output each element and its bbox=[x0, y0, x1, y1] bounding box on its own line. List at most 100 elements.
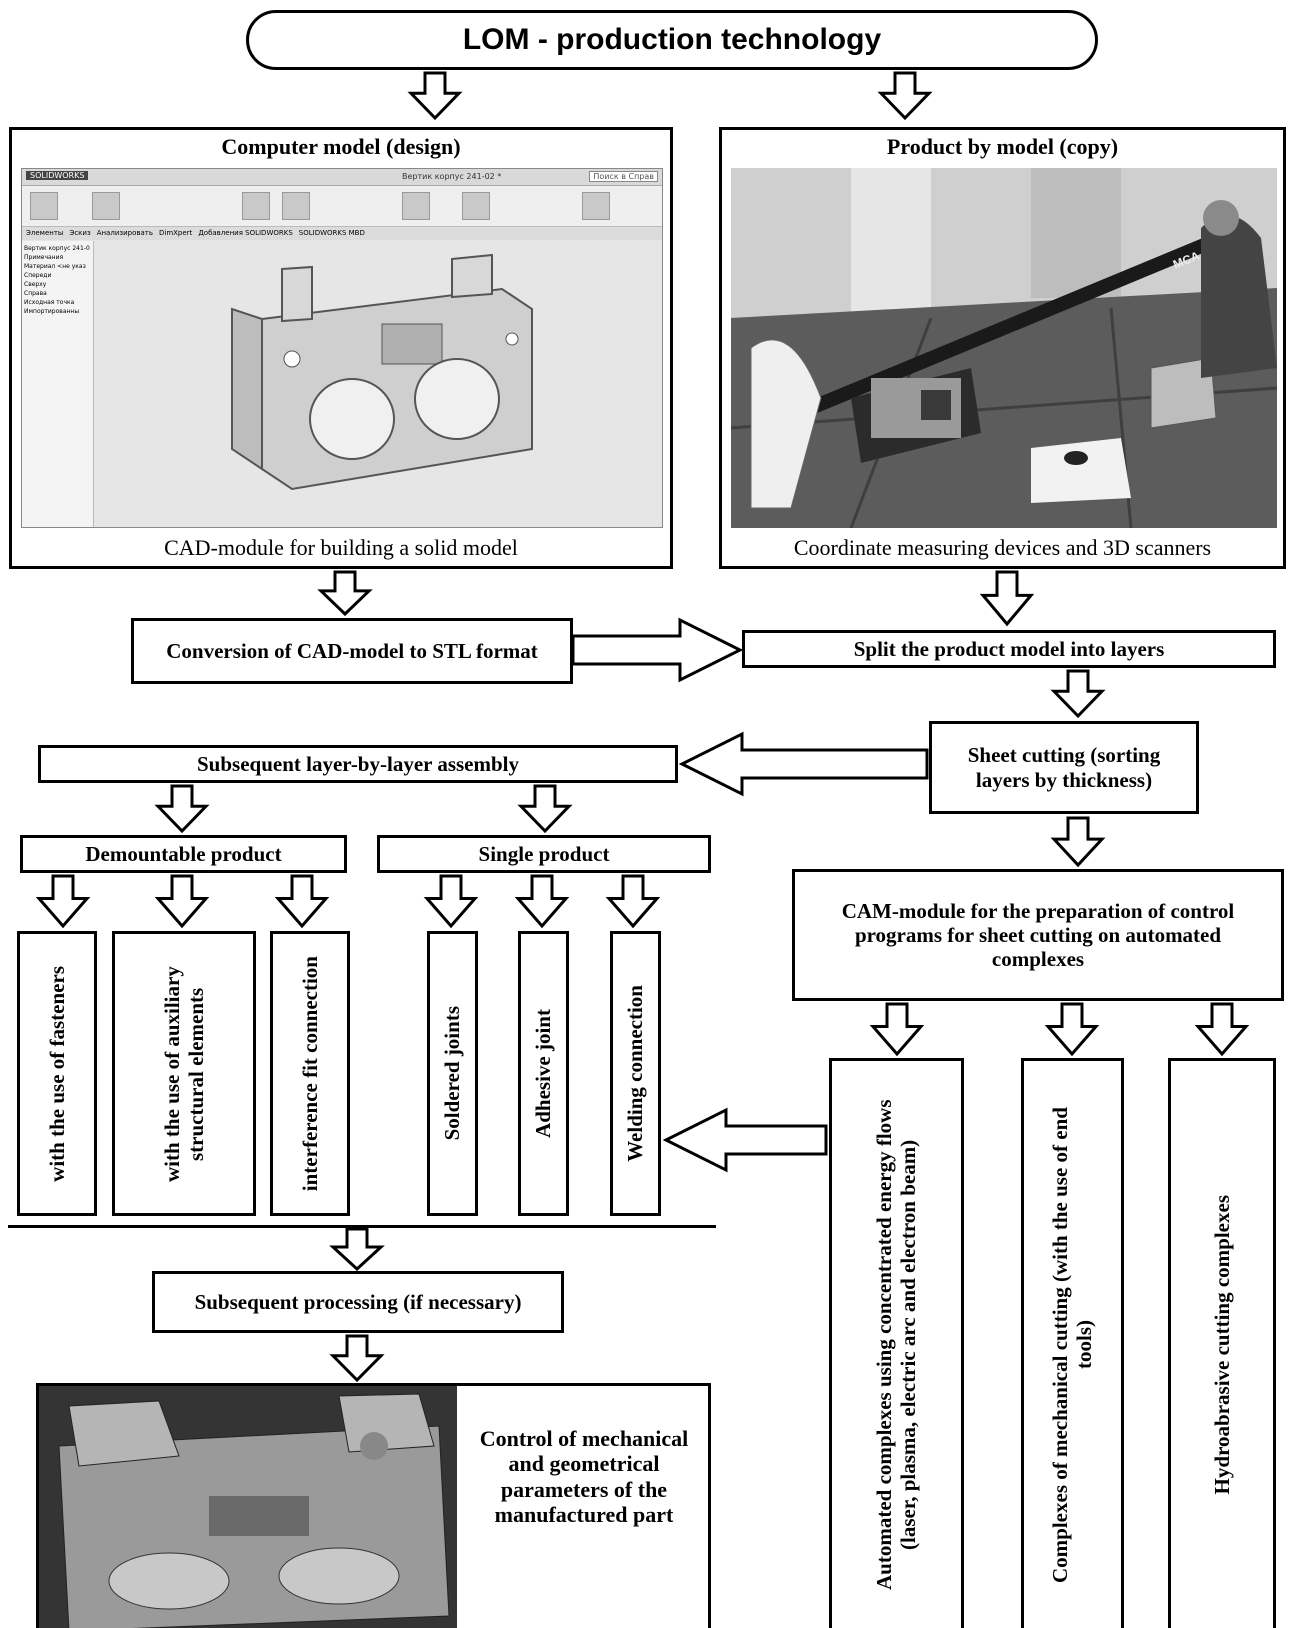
computer-model-box: Computer model (design) SOLIDWORKS Верти… bbox=[9, 127, 673, 569]
cam-module-box: CAM-module for the preparation of contro… bbox=[792, 869, 1284, 1001]
arrow-cam-to-hydroabrasive bbox=[1194, 1002, 1250, 1057]
arrow-product-model-to-split bbox=[979, 570, 1035, 627]
energy-flows-text: Automated complexes using concentrated e… bbox=[872, 1099, 921, 1590]
arrow-assembly-to-demountable bbox=[154, 784, 210, 834]
split-text: Split the product model into layers bbox=[853, 636, 1165, 661]
tree-item[interactable]: Сверху bbox=[24, 281, 47, 288]
arrow-title-to-product-model bbox=[877, 71, 933, 121]
adhesive-joint-text: Adhesive joint bbox=[531, 1009, 556, 1138]
arrow-single-to-adhesive bbox=[514, 874, 570, 929]
cad-part-model bbox=[231, 253, 533, 491]
reference-geometry-icon[interactable] bbox=[582, 192, 610, 220]
welding-connection-box: Welding connection bbox=[610, 931, 661, 1216]
single-box: Single product bbox=[377, 835, 711, 873]
arrow-split-to-sheet-cutting bbox=[1050, 669, 1106, 719]
conversion-text: Conversion of CAD-model to STL format bbox=[166, 638, 538, 663]
cad-screenshot: SOLIDWORKS Вертик корпус 241-02 * Поиск … bbox=[21, 168, 663, 528]
cad-ribbon bbox=[22, 186, 662, 227]
cad-tab-mbd[interactable]: SOLIDWORKS MBD bbox=[298, 229, 365, 238]
arrow-demountable-to-interference bbox=[274, 874, 330, 929]
arrow-single-to-soldered bbox=[423, 874, 479, 929]
processing-box: Subsequent processing (if necessary) bbox=[152, 1271, 564, 1333]
title-box: LOM - production technology bbox=[246, 10, 1098, 70]
control-text: Control of mechanical and geometrical pa… bbox=[479, 1426, 689, 1527]
tree-item[interactable]: Примечания bbox=[24, 254, 64, 261]
arrow-title-to-computer-model bbox=[407, 71, 463, 121]
assembly-box: Subsequent layer-by-layer assembly bbox=[38, 745, 678, 783]
scanner-photo: MCA bbox=[731, 168, 1277, 528]
tree-item[interactable]: Исходная точка bbox=[24, 299, 75, 306]
hole-wizard-icon[interactable] bbox=[282, 192, 310, 220]
interference-fit-text: interference fit connection bbox=[297, 955, 322, 1192]
product-model-caption: Coordinate measuring devices and 3D scan… bbox=[793, 534, 1212, 560]
arrow-conversion-to-split bbox=[571, 617, 744, 683]
arrow-cam-to-mechanical-cutting bbox=[1044, 1002, 1100, 1057]
arrow-cam-to-energy-flows bbox=[869, 1002, 925, 1057]
computer-model-heading: Computer model (design) bbox=[221, 134, 461, 159]
auxiliary-elements-text: with the use of auxiliary structural ele… bbox=[159, 965, 208, 1182]
arrow-sheet-cutting-to-assembly bbox=[678, 731, 929, 797]
cad-titlebar: SOLIDWORKS Вертик корпус 241-02 * Поиск … bbox=[22, 169, 662, 186]
cam-module-text: CAM-module for the preparation of contro… bbox=[841, 898, 1235, 972]
cad-feature-tree: Вертик корпус 241-0 Примечания Материал … bbox=[22, 241, 94, 527]
demountable-text: Demountable product bbox=[85, 841, 282, 866]
separator-line bbox=[8, 1225, 716, 1228]
single-text: Single product bbox=[478, 841, 610, 866]
part-photo bbox=[39, 1386, 457, 1628]
fillet-icon[interactable] bbox=[402, 192, 430, 220]
hydroabrasive-text: Hydroabrasive cutting complexes bbox=[1209, 1194, 1234, 1495]
extrude-cut-icon[interactable] bbox=[242, 192, 270, 220]
tree-item[interactable]: Вертик корпус 241-0 bbox=[24, 245, 90, 252]
soldered-joints-text: Soldered joints bbox=[440, 1006, 465, 1141]
arrow-demountable-to-fasteners bbox=[35, 874, 91, 929]
cad-search[interactable]: Поиск в Справ bbox=[589, 171, 658, 183]
cad-tab-sketch[interactable]: Эскиз bbox=[69, 229, 91, 238]
cad-tab-evaluate[interactable]: Анализировать bbox=[96, 229, 153, 238]
control-box: Control of mechanical and geometrical pa… bbox=[36, 1383, 711, 1628]
cad-tab-dimxpert[interactable]: DimXpert bbox=[158, 229, 193, 238]
arrow-sheet-cutting-to-cam bbox=[1050, 816, 1106, 868]
interference-fit-box: interference fit connection bbox=[270, 931, 350, 1216]
hydroabrasive-box: Hydroabrasive cutting complexes bbox=[1168, 1058, 1276, 1628]
arrow-assembly-to-single bbox=[517, 784, 573, 834]
soldered-joints-box: Soldered joints bbox=[427, 931, 478, 1216]
product-model-box: Product by model (copy) bbox=[719, 127, 1286, 569]
cad-tab-features[interactable]: Элементы bbox=[26, 229, 64, 238]
processing-text: Subsequent processing (if necessary) bbox=[194, 1289, 522, 1314]
scanner-scene bbox=[731, 168, 1277, 528]
arrow-processing-to-control bbox=[329, 1334, 385, 1383]
cad-logo: SOLIDWORKS bbox=[26, 171, 89, 181]
part-photo-scene bbox=[39, 1386, 457, 1628]
cad-tabs: Элементы Эскиз Анализировать DimXpert До… bbox=[22, 227, 662, 240]
arrow-single-to-welding bbox=[605, 874, 661, 929]
split-box: Split the product model into layers bbox=[742, 630, 1276, 668]
arrow-computer-model-to-conversion bbox=[317, 570, 373, 617]
sheet-cutting-box: Sheet cutting (sorting layers by thickne… bbox=[929, 721, 1199, 814]
tree-item[interactable]: Спереди bbox=[24, 272, 52, 279]
arrow-to-processing bbox=[329, 1227, 385, 1272]
cad-doc-title: Вертик корпус 241-02 * bbox=[402, 172, 502, 181]
extrude-boss-icon[interactable] bbox=[30, 192, 58, 220]
computer-model-caption: CAD-module for building a solid model bbox=[164, 534, 518, 560]
mechanical-cutting-box: Complexes of mechanical cutting (with th… bbox=[1021, 1058, 1124, 1628]
cad-tab-addins[interactable]: Добавления SOLIDWORKS bbox=[198, 229, 293, 238]
energy-flows-box: Automated complexes using concentrated e… bbox=[829, 1058, 964, 1628]
rib-icon[interactable] bbox=[462, 192, 490, 220]
revolve-boss-icon[interactable] bbox=[92, 192, 120, 220]
sheet-cutting-text: Sheet cutting (sorting layers by thickne… bbox=[967, 743, 1161, 792]
adhesive-joint-box: Adhesive joint bbox=[518, 931, 569, 1216]
arrow-demountable-to-auxiliary bbox=[154, 874, 210, 929]
fasteners-text: with the use of fasteners bbox=[44, 965, 69, 1182]
tree-item[interactable]: Материал <не указ bbox=[24, 263, 86, 270]
tree-item[interactable]: Импортированны bbox=[24, 308, 80, 315]
fasteners-box: with the use of fasteners bbox=[17, 931, 97, 1216]
tree-item[interactable]: Справа bbox=[24, 290, 47, 297]
arrow-cutting-to-joints bbox=[662, 1107, 828, 1173]
demountable-box: Demountable product bbox=[20, 835, 347, 873]
auxiliary-elements-box: with the use of auxiliary structural ele… bbox=[112, 931, 256, 1216]
title-text: LOM - production technology bbox=[462, 22, 882, 56]
mechanical-cutting-text: Complexes of mechanical cutting (with th… bbox=[1048, 1106, 1097, 1583]
product-model-heading: Product by model (copy) bbox=[886, 134, 1119, 159]
welding-connection-text: Welding connection bbox=[623, 985, 648, 1162]
